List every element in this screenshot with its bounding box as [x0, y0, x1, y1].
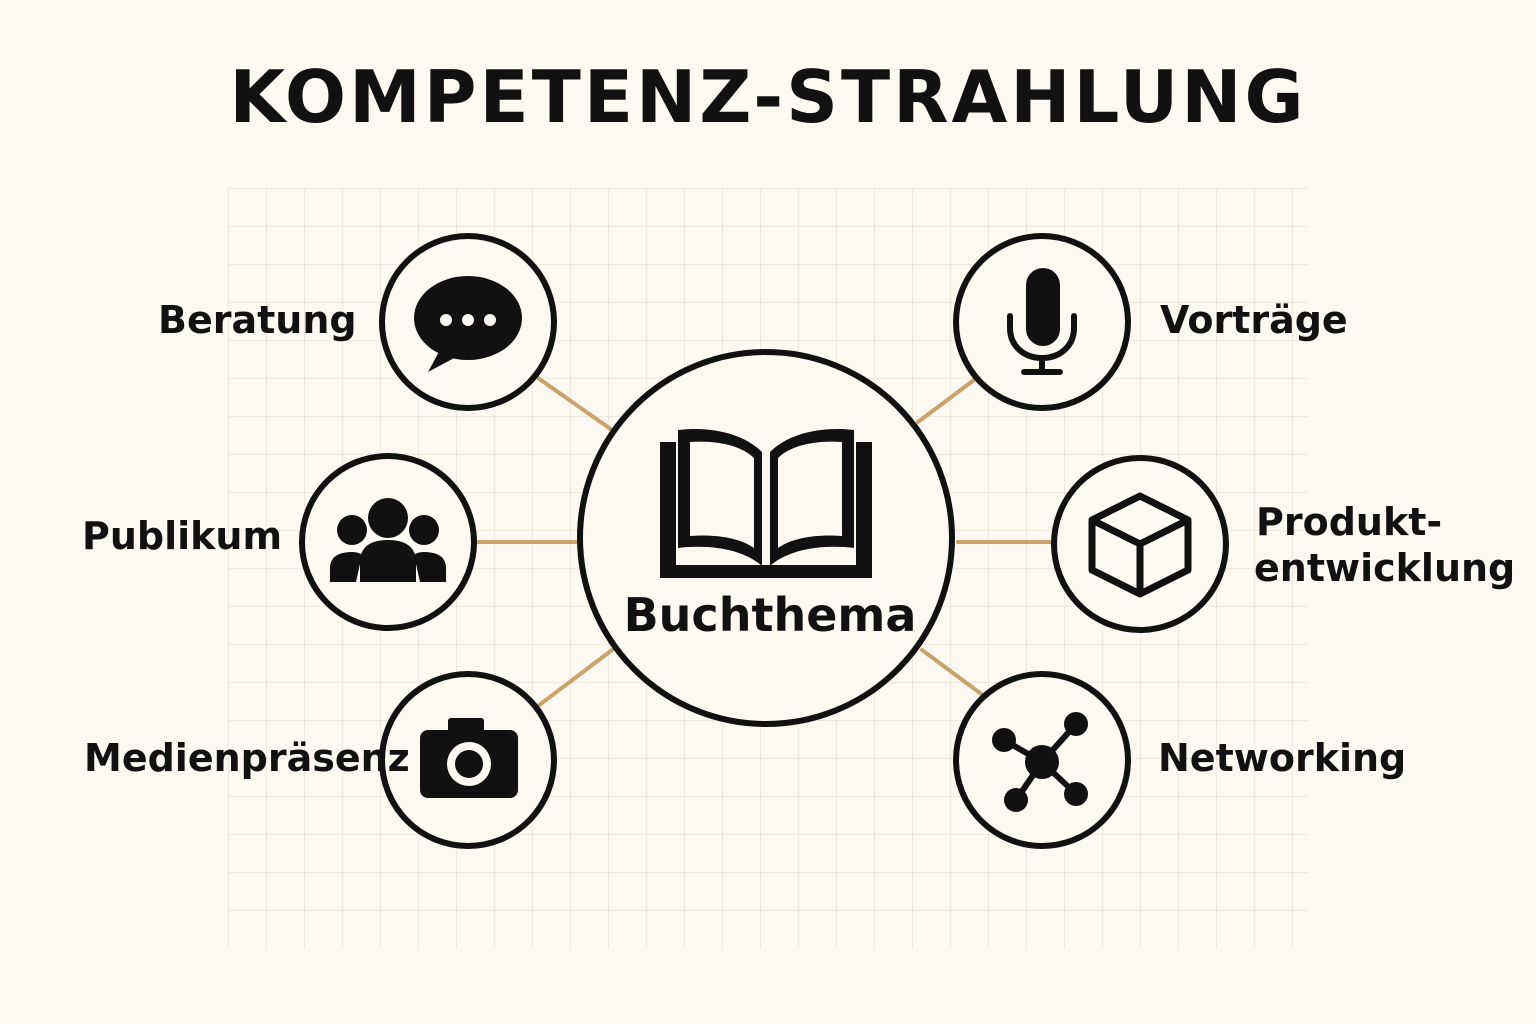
- label-medien: Medienpräsenz: [84, 736, 410, 780]
- open-book-icon: [660, 428, 872, 578]
- label-produkt-line2: entwicklung: [1254, 546, 1516, 590]
- camera-icon: [420, 718, 518, 798]
- label-publikum: Publikum: [82, 514, 283, 558]
- node-produkt: [1051, 455, 1229, 633]
- node-medien: [379, 671, 557, 849]
- hub-circle: [577, 349, 955, 727]
- chat-bubble-icon: [414, 276, 522, 372]
- node-networking: [953, 671, 1131, 849]
- diagram-title: KOMPETENZ-STRAHLUNG: [229, 55, 1307, 139]
- microphone-icon: [1007, 268, 1077, 375]
- network-icon: [992, 712, 1088, 812]
- label-produkt-line1: Produkt-: [1256, 500, 1443, 544]
- node-publikum: [299, 453, 477, 631]
- connector-vortraege: [916, 378, 976, 424]
- label-networking: Networking: [1158, 736, 1407, 780]
- cube-icon: [1088, 492, 1192, 598]
- label-beratung: Beratung: [158, 298, 357, 342]
- node-beratung: [379, 233, 557, 411]
- label-vortraege: Vorträge: [1160, 298, 1348, 342]
- people-group-icon: [330, 498, 446, 582]
- hub-label: Buchthema: [623, 588, 917, 642]
- connector-networking: [920, 648, 986, 698]
- connector-beratung: [536, 376, 614, 432]
- connector-medien: [536, 648, 614, 708]
- node-vortraege: [953, 233, 1131, 411]
